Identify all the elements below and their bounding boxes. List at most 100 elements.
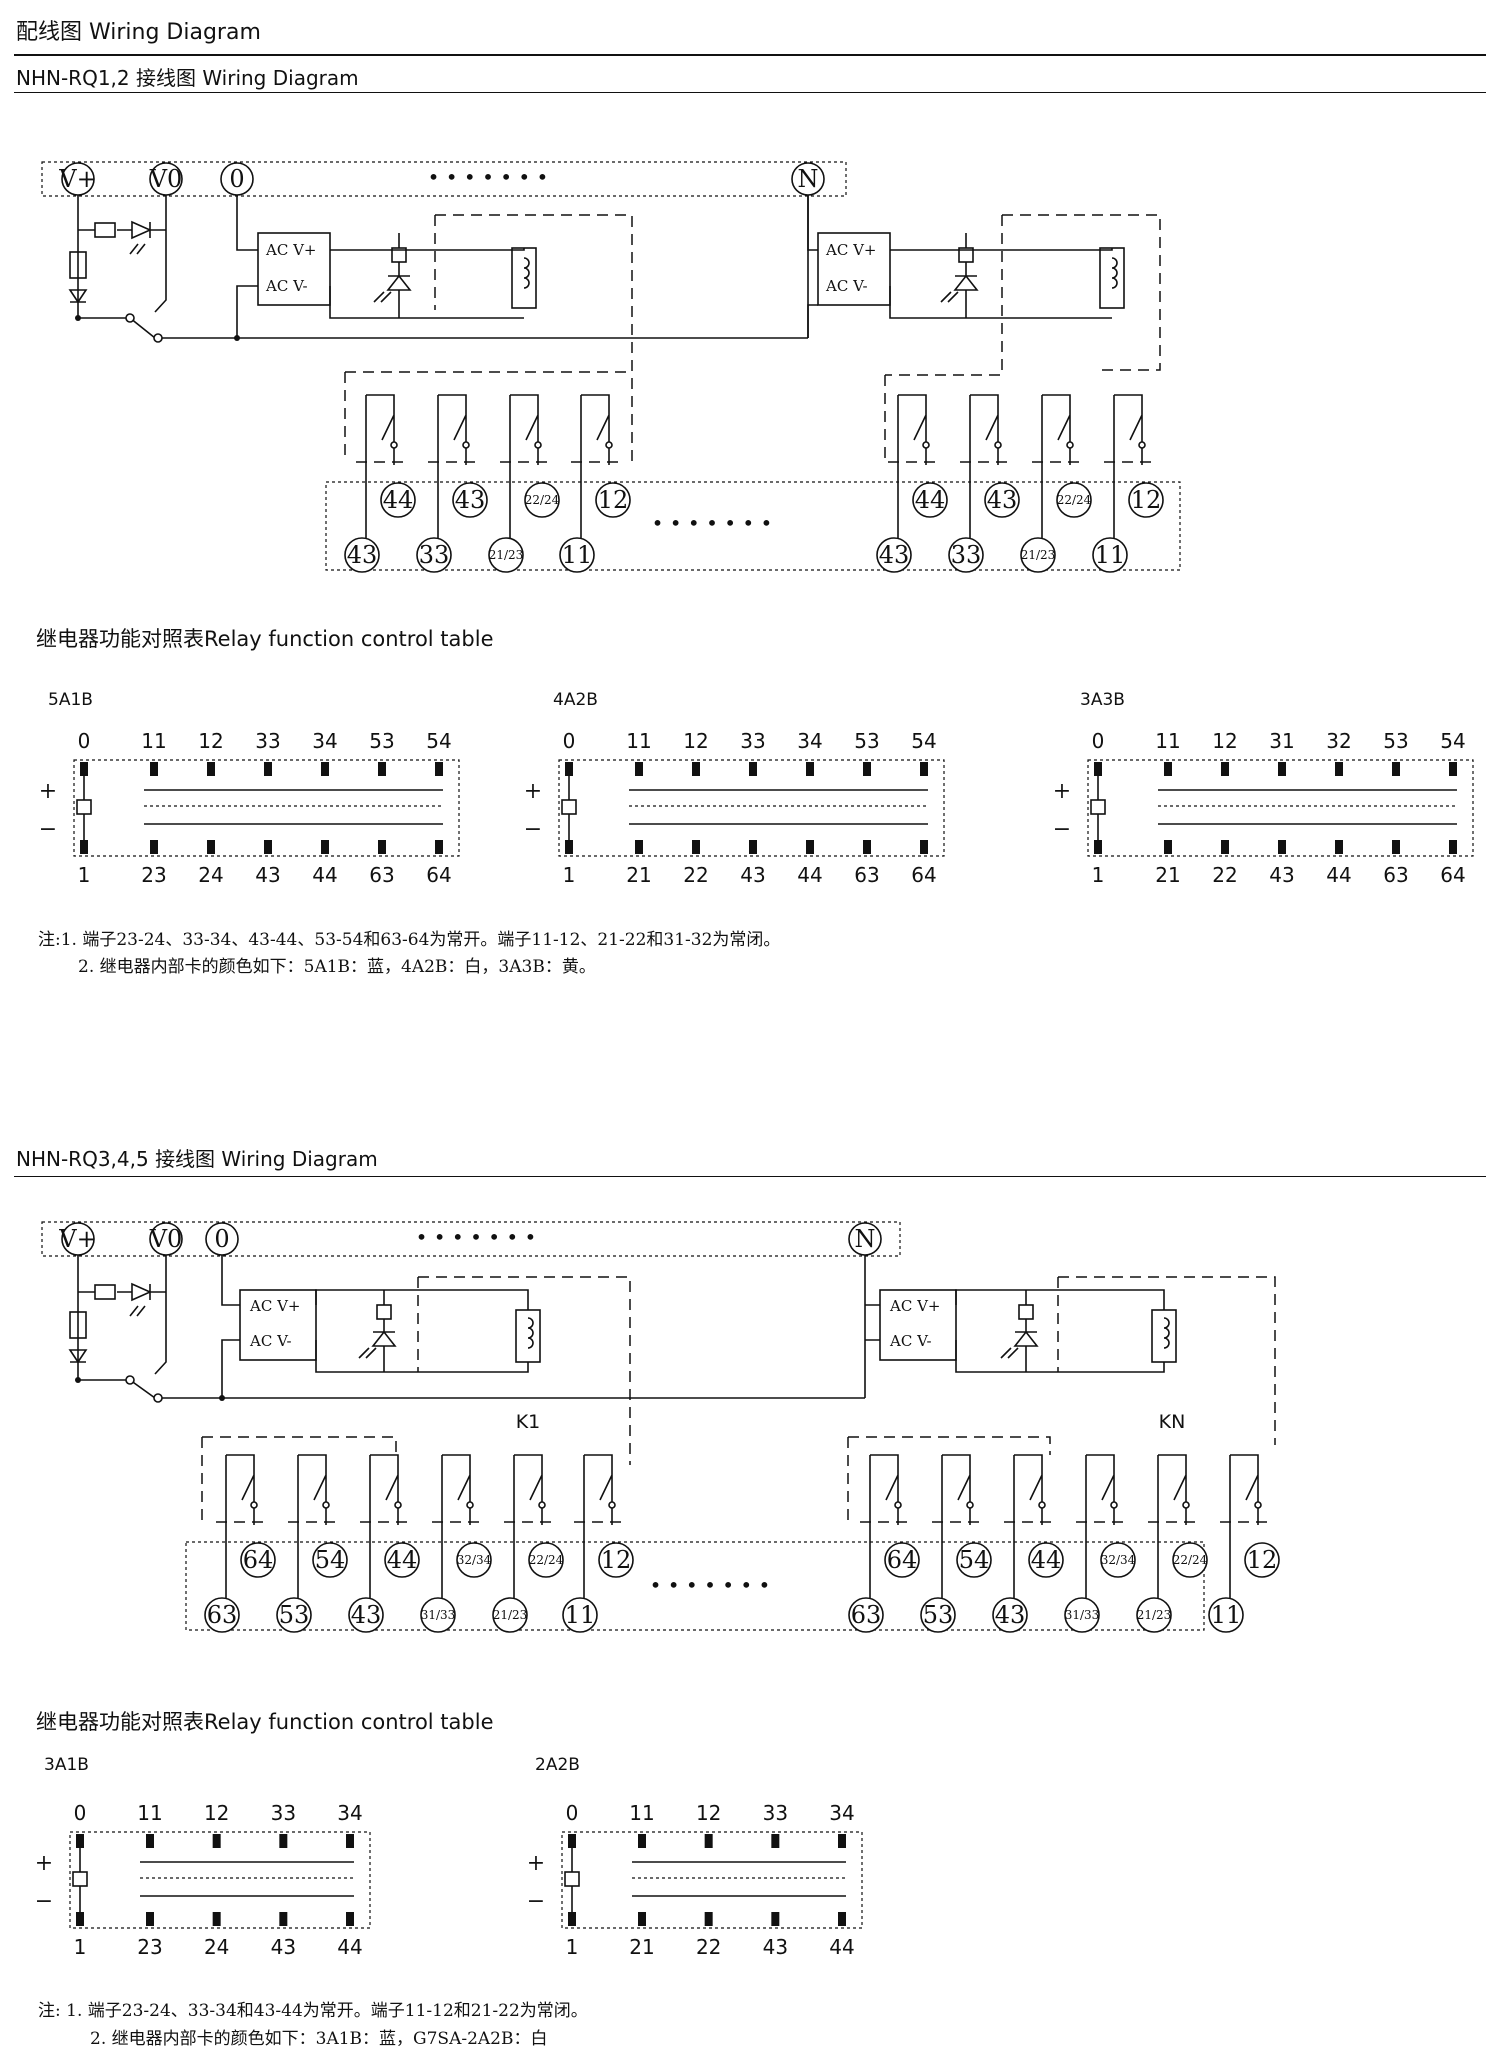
page-title: 配线图 Wiring Diagram	[16, 20, 261, 45]
bus-terminal-v0: V0	[149, 1222, 183, 1256]
terminal-label: 33	[419, 541, 450, 569]
terminal-label: 43	[455, 486, 486, 514]
terminal-label: 12	[1247, 1546, 1278, 1574]
relay-contact	[1220, 1454, 1270, 1615]
pin-label-top: 34	[312, 729, 337, 753]
relay-contact	[960, 394, 1010, 555]
bus-terminal-label: 0	[214, 1225, 229, 1253]
pin-label-top: 54	[1440, 729, 1465, 753]
ac-module-1	[239, 1289, 317, 1361]
terminal-label: 63	[207, 1601, 238, 1629]
relay-contact	[1076, 1454, 1126, 1615]
terminal-label: 43	[995, 1601, 1026, 1629]
pin-label-bottom: 1	[78, 863, 91, 887]
bus-terminal-n: N	[791, 162, 825, 196]
terminal-label: 12	[598, 486, 629, 514]
pin-label-bottom: 22	[696, 1935, 721, 1959]
table1-name-1: 4A2B	[553, 690, 598, 710]
minus-sign: −	[1053, 817, 1071, 842]
pin-label-top: 54	[911, 729, 936, 753]
ac-module-2	[879, 1289, 957, 1361]
pin-label-bottom: 44	[337, 1935, 362, 1959]
relay-contact	[360, 1454, 410, 1615]
pin-label-top: 33	[255, 729, 280, 753]
terminal-label: 53	[923, 1601, 954, 1629]
terminal-label: 43	[347, 541, 378, 569]
terminal-label: 12	[1131, 486, 1162, 514]
terminal: 32/34	[456, 1542, 492, 1578]
terminal: 53	[920, 1597, 956, 1633]
row-ellipsis: • • • • • • •	[650, 1573, 771, 1597]
terminal-label: 44	[383, 486, 414, 514]
terminal: 44	[384, 1542, 420, 1578]
pin-label-top: 33	[740, 729, 765, 753]
table1-name-2: 3A3B	[1080, 690, 1125, 710]
terminal-label: 22/24	[1173, 1553, 1208, 1567]
pin-label-top: 12	[198, 729, 223, 753]
pin-label-bottom: 44	[829, 1935, 854, 1959]
pin-label-top: 12	[683, 729, 708, 753]
terminal: 21/23	[1020, 537, 1056, 573]
terminal-label: 22/24	[525, 493, 560, 507]
pin-label-bottom: 1	[563, 863, 576, 887]
terminal: 43	[984, 482, 1020, 518]
table2-name-1: 2A2B	[535, 1755, 580, 1775]
terminal-label: 43	[879, 541, 910, 569]
terminal-block	[325, 481, 1181, 571]
indicator-led-icon	[131, 220, 166, 240]
ac-label-vplus: AC V+	[265, 241, 316, 259]
pin-label-top: 54	[426, 729, 451, 753]
relay-contact	[432, 1454, 482, 1615]
terminal: 43	[876, 537, 912, 573]
terminal: 64	[240, 1542, 276, 1578]
terminal: 11	[1092, 537, 1128, 573]
terminal-label: 54	[315, 1546, 346, 1574]
minus-sign: −	[35, 1889, 53, 1914]
terminal-label: 44	[1031, 1546, 1062, 1574]
note2-line2: 2. 继电器内部卡的颜色如下：3A1B：蓝，G7SA-2A2B：白	[90, 2029, 548, 2049]
group-label-kn: KN	[1159, 1411, 1186, 1433]
minus-sign: −	[39, 817, 57, 842]
pin-label-bottom: 22	[1212, 863, 1237, 887]
relay-contact	[932, 1454, 982, 1615]
terminal-label: 11	[1095, 541, 1126, 569]
terminal-label: 31/33	[421, 1608, 456, 1622]
section2-diagram: V+ V0 0 N • • • • • • • AC V+ AC V- K1 A…	[41, 1221, 1280, 1633]
terminal: 11	[562, 1597, 598, 1633]
diode-icon	[68, 289, 88, 304]
indicator-resistor	[94, 1284, 116, 1300]
terminal-label: 44	[915, 486, 946, 514]
terminal: 12	[598, 1542, 634, 1578]
relay-contact	[500, 394, 550, 555]
terminal-label: 21/23	[1137, 1608, 1172, 1622]
pin-label-bottom: 21	[629, 1935, 654, 1959]
relay-contact	[428, 394, 478, 555]
table1-name-0: 5A1B	[48, 690, 93, 710]
terminal: 43	[348, 1597, 384, 1633]
pin-label-top: 34	[797, 729, 822, 753]
group-label-k1: K1	[516, 1411, 541, 1433]
terminal: 11	[1208, 1597, 1244, 1633]
terminal: 54	[312, 1542, 348, 1578]
bus-terminal-0: 0	[220, 162, 254, 196]
bus-terminal-vplus: V+	[58, 1222, 97, 1256]
pin-label-top: 0	[563, 729, 576, 753]
terminal: 63	[848, 1597, 884, 1633]
terminal-label: 21/23	[493, 1608, 528, 1622]
plus-sign: +	[35, 1851, 53, 1876]
bus-terminal-v0: V0	[149, 162, 183, 196]
led-icon	[1013, 1330, 1039, 1372]
pin-label-top: 34	[337, 1801, 362, 1825]
relay-contact	[356, 394, 406, 555]
ac-label-vminus: AC V-	[889, 1332, 932, 1350]
relay-coil-icon	[515, 1309, 541, 1363]
terminal-label: 11	[562, 541, 593, 569]
terminal-label: 22/24	[529, 1553, 564, 1567]
pin-label-top: 0	[74, 1801, 87, 1825]
pin-label-top: 12	[204, 1801, 229, 1825]
pin-label-bottom: 22	[683, 863, 708, 887]
led-icon	[371, 1330, 397, 1372]
